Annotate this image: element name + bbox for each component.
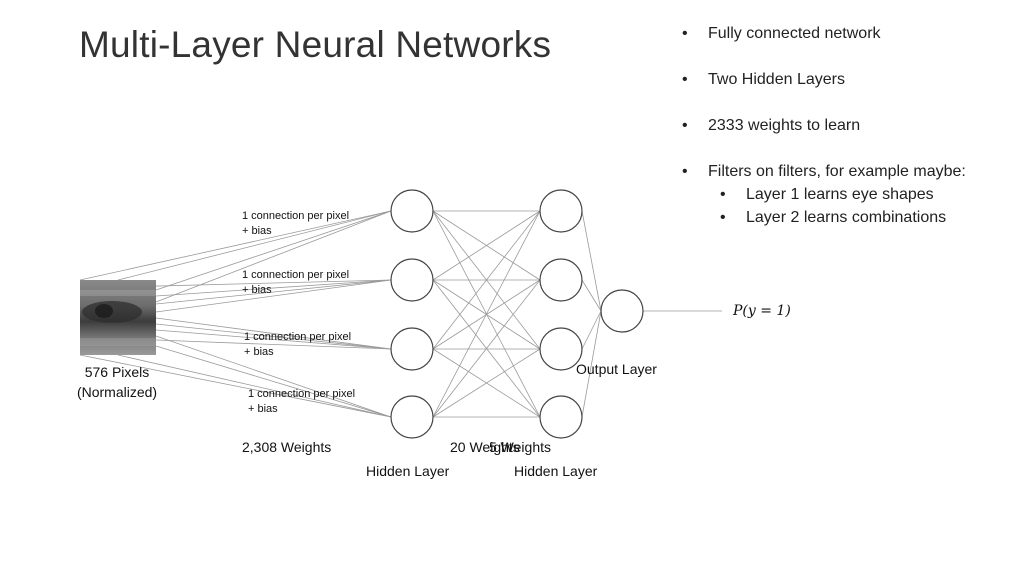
output-node xyxy=(600,289,644,333)
hidden-connection-line xyxy=(432,210,541,418)
hidden-connection-line xyxy=(432,279,541,418)
connection-lines xyxy=(79,210,722,418)
bullet-item: Fully connected network xyxy=(682,22,1012,45)
hidden-layer-2-label: Hidden Layer xyxy=(514,463,598,479)
input-connection-line xyxy=(155,279,392,305)
hidden-connection-line xyxy=(432,348,541,418)
output-layer-label: Output Layer xyxy=(576,361,657,377)
input-connection-line xyxy=(155,329,392,350)
input-connection-line xyxy=(79,210,392,281)
input-connection-line xyxy=(117,354,392,418)
output-connection-line xyxy=(581,210,602,312)
input-connection-line xyxy=(79,354,392,418)
hidden-layer-1-label: Hidden Layer xyxy=(366,463,450,479)
weights-label-hidden: 20 Weights xyxy=(450,439,520,455)
input-connection-line xyxy=(155,335,392,418)
neuron-nodes xyxy=(390,189,644,439)
hidden-layer-1-node xyxy=(390,327,434,371)
input-connection-line xyxy=(155,210,392,303)
slide-title: Multi-Layer Neural Networks xyxy=(79,24,552,65)
hidden-layer-1-node xyxy=(390,189,434,233)
input-connection-line xyxy=(155,210,392,291)
sub-bullet-item: Layer 1 learns eye shapes xyxy=(682,183,1012,206)
output-connection-line xyxy=(581,310,602,350)
weights-label-input: 2,308 Weights xyxy=(242,439,332,455)
bullet-item: 2333 weights to learn xyxy=(682,114,1012,137)
hidden-layer-2-node xyxy=(539,395,583,439)
hidden-connection-line xyxy=(432,210,541,350)
connection-note: 1 connection per pixel + bias xyxy=(242,210,350,237)
output-connection-line xyxy=(581,279,602,312)
input-eye-image xyxy=(80,280,156,355)
connection-note: 1 connection per pixel + bias xyxy=(244,331,352,358)
bullet-item: Filters on filters, for example maybe: xyxy=(682,160,1012,183)
input-connection-line xyxy=(155,339,392,350)
input-connection-line xyxy=(155,279,392,297)
weights-label-output: 5 Weights xyxy=(489,439,551,455)
output-probability: P(y = 1) xyxy=(733,303,791,319)
input-label: 576 Pixels (Normalized) xyxy=(76,364,158,400)
output-connection-line xyxy=(581,310,602,418)
input-connection-line xyxy=(155,323,392,350)
connection-note: 1 connection per pixel + bias xyxy=(248,388,356,415)
input-connection-line xyxy=(155,317,392,350)
hidden-layer-2-node xyxy=(539,327,583,371)
connection-note: 1 connection per pixel + bias xyxy=(242,269,350,296)
hidden-layer-1-node xyxy=(390,258,434,302)
input-connection-line xyxy=(117,210,392,281)
sub-bullet-item: Layer 2 learns combinations xyxy=(682,206,1012,229)
hidden-layer-2-node xyxy=(539,258,583,302)
input-connection-line xyxy=(155,279,392,313)
hidden-layer-2-node xyxy=(539,189,583,233)
hidden-connection-line xyxy=(432,210,541,281)
input-connection-line xyxy=(155,345,392,418)
bullet-list: Fully connected network Two Hidden Layer… xyxy=(682,22,1012,229)
bullet-item: Two Hidden Layers xyxy=(682,68,1012,91)
hidden-layer-1-node xyxy=(390,395,434,439)
